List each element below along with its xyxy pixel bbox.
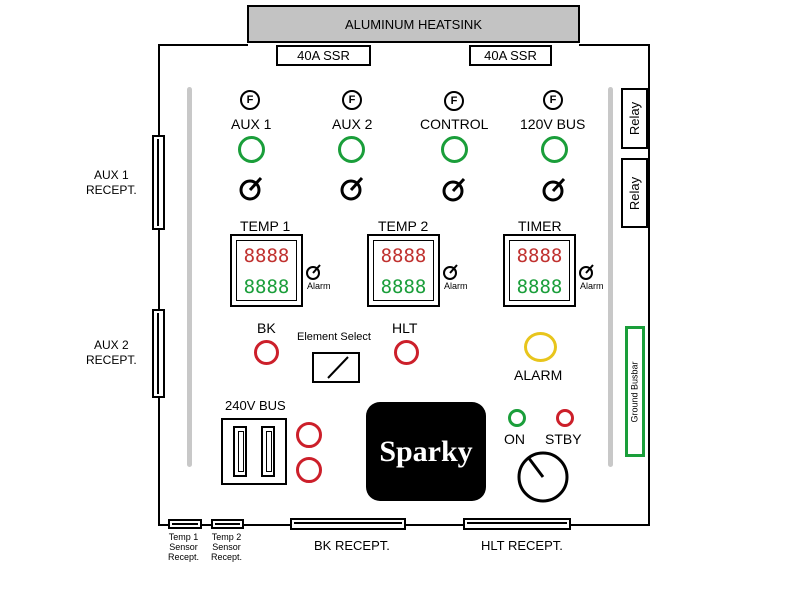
temp1-controller: 8888 8888 <box>230 234 303 307</box>
aux1-indicator-lamp <box>238 136 265 163</box>
aux2-label: AUX 2 <box>332 116 373 132</box>
panel-top-edge-left <box>158 44 248 46</box>
timer-alarm-label: Alarm <box>580 281 604 291</box>
temp2-sensor-receptacle <box>211 519 244 529</box>
ground-busbar-label: Ground Busbar <box>630 360 641 423</box>
aux1-receptacle <box>152 135 165 230</box>
temp1-alarm-icon <box>306 264 321 280</box>
bk-receptacle-label: BK RECEPT. <box>314 538 390 553</box>
timer-label: TIMER <box>518 218 562 234</box>
bus240-breaker[interactable] <box>221 418 287 485</box>
timer-display <box>509 240 570 301</box>
on-label: ON <box>504 431 525 447</box>
bus240-lamp-1 <box>296 422 322 448</box>
timer-bottom-value: 8888 <box>516 276 563 298</box>
timer-alarm-icon <box>579 264 594 280</box>
aux2-fuse-icon[interactable]: F <box>342 90 362 110</box>
control-switch-icon[interactable] <box>442 176 472 202</box>
timer-top-value: 8888 <box>516 245 563 267</box>
aux1-switch-icon[interactable] <box>239 175 269 201</box>
aux2-indicator-lamp <box>338 136 365 163</box>
aux1-receptacle-label: AUX 1 RECEPT. <box>86 168 137 197</box>
bus120-label: 120V BUS <box>520 116 586 132</box>
relay-top: Relay <box>621 88 648 149</box>
control-fuse-icon[interactable]: F <box>444 91 464 111</box>
element-select-label: Element Select <box>297 331 371 343</box>
temp1-label: TEMP 1 <box>240 218 291 234</box>
control-label: CONTROL <box>420 116 489 132</box>
aux2-switch-icon[interactable] <box>340 175 370 201</box>
aux1-fuse-icon[interactable]: F <box>240 90 260 110</box>
aluminum-heatsink: ALUMINUM HEATSINK <box>247 5 580 43</box>
temp1-sensor-receptacle-label: Temp 1 Sensor Recept. <box>168 532 200 562</box>
bus240-lamp-2 <box>296 457 322 483</box>
temp2-controller: 8888 8888 <box>367 234 440 307</box>
bus120-switch-icon[interactable] <box>542 176 572 202</box>
temp2-display <box>373 240 434 301</box>
hlt-label: HLT <box>392 320 418 336</box>
panel-top-edge-right <box>579 44 650 46</box>
power-selector-knob[interactable] <box>514 446 572 504</box>
hlt-receptacle <box>463 518 571 530</box>
temp2-top-value: 8888 <box>380 245 427 267</box>
temp2-bottom-value: 8888 <box>380 276 427 298</box>
element-select-lever-icon <box>327 356 349 379</box>
aux2-receptacle <box>152 309 165 398</box>
temp2-sensor-receptacle-label: Temp 2 Sensor Recept. <box>211 532 243 562</box>
bus120-indicator-lamp <box>541 136 568 163</box>
on-indicator-lamp <box>508 409 526 427</box>
bk-indicator-lamp <box>254 340 279 365</box>
hlt-receptacle-label: HLT RECEPT. <box>481 538 563 553</box>
alarm-indicator-lamp <box>524 332 557 362</box>
bus240-breaker-pole-2 <box>261 426 275 477</box>
ssr-left: 40A SSR <box>276 45 371 66</box>
temp1-top-value: 8888 <box>243 245 290 267</box>
relay-top-label: Relay <box>627 101 642 136</box>
din-rail-left <box>187 87 192 467</box>
alarm-label: ALARM <box>514 367 563 383</box>
aux1-label: AUX 1 <box>231 116 272 132</box>
element-select-switch[interactable] <box>312 352 360 383</box>
temp2-alarm-label: Alarm <box>444 281 468 291</box>
bus240-label: 240V BUS <box>225 398 286 413</box>
stby-indicator-lamp <box>556 409 574 427</box>
control-indicator-lamp <box>441 136 468 163</box>
ssr-right-label: 40A SSR <box>484 48 537 63</box>
temp1-sensor-receptacle <box>168 519 202 529</box>
bk-receptacle <box>290 518 406 530</box>
ssr-left-label: 40A SSR <box>297 48 350 63</box>
ground-busbar: Ground Busbar <box>625 326 645 457</box>
aux2-receptacle-label: AUX 2 RECEPT. <box>86 338 137 367</box>
bus240-breaker-pole-1 <box>233 426 247 477</box>
temp1-alarm-label: Alarm <box>307 281 331 291</box>
sparky-logo: Sparky <box>366 402 486 501</box>
timer-controller: 8888 8888 <box>503 234 576 307</box>
relay-bottom: Relay <box>621 158 648 228</box>
bus120-fuse-icon[interactable]: F <box>543 90 563 110</box>
hlt-indicator-lamp <box>394 340 419 365</box>
ssr-right: 40A SSR <box>469 45 552 66</box>
temp2-label: TEMP 2 <box>378 218 429 234</box>
din-rail-right <box>608 87 613 467</box>
bk-label: BK <box>257 320 276 336</box>
temp1-bottom-value: 8888 <box>243 276 290 298</box>
temp2-alarm-icon <box>443 264 458 280</box>
relay-bottom-label: Relay <box>627 176 642 210</box>
temp1-display <box>236 240 297 301</box>
stby-label: STBY <box>545 431 582 447</box>
heatsink-label: ALUMINUM HEATSINK <box>345 16 482 32</box>
sparky-logo-text: Sparky <box>379 434 473 468</box>
